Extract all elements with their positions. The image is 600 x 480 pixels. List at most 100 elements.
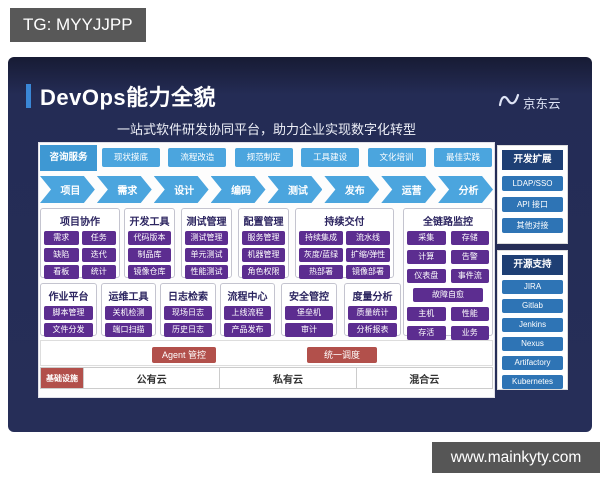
tg-badge: TG: MYYJJPP [10,8,146,42]
sidebar-item: 其他对接 [502,218,563,233]
capability-item: 关机检测 [105,306,152,320]
cloud-cell-private: 私有云 [219,368,355,388]
sidebar-item: JIRA [502,280,563,294]
capability-item: 扩缩/弹性 [346,248,390,262]
sidebar-extend-section: 开发扩展 LDAP/SSO API 接口 其他对接 [497,145,568,244]
group-test-mgmt: 测试管理 测试管理 单元测试 性能测试 [181,208,232,279]
capability-item: 计算 [407,250,446,264]
pipeline-stage: 编码 [211,176,266,203]
group-ops-tools: 运维工具 关机检测 端口扫描 [101,283,156,337]
group-security: 安全管控 堡垒机 审计 [281,283,337,337]
consulting-item: 文化培训 [367,148,426,167]
capability-item: 迭代 [81,248,116,262]
capability-item: 单元测试 [185,248,228,262]
capability-item: 镜像仓库 [128,265,171,279]
capability-item: 现场日志 [164,306,212,320]
consulting-item: 最佳实践 [433,148,492,167]
capability-item: 事件流 [450,269,489,283]
capability-item: 流水线 [346,231,390,245]
consulting-item: 工具建设 [301,148,360,167]
consulting-label: 咨询服务 [40,145,97,171]
capability-item: 分析报表 [348,323,397,337]
control-strip [40,340,493,366]
sidebar-item: Gitlab [502,299,563,313]
capability-item: 审计 [285,323,333,337]
capability-item: 主机 [407,307,446,321]
consulting-row: 现状摸底 流程改造 规范制定 工具建设 文化培训 最佳实践 [102,148,492,167]
capability-item: 性能 [450,307,489,321]
capability-item: 服务管理 [242,231,285,245]
cloud-cell-public: 公有云 [83,368,219,388]
sidebar-item: Nexus [502,337,563,351]
group-monitoring: 全链路监控 采集 存储 计算 告警 仪表盘 事件流 故障自愈 主机 性能 存活 … [403,208,493,340]
group-project-collab: 项目协作 需求 任务 缺陷 迭代 看板 统计 [40,208,120,279]
sidebar-item: LDAP/SSO [502,176,563,191]
group-title: 开发工具 [129,217,170,228]
infrastructure-label: 基础设施 [41,368,83,388]
capability-item: 仪表盘 [407,269,446,283]
group-continuous-delivery: 持续交付 持续集成 流水线 灰度/蓝绿 扩缩/弹性 热部署 镜像部署 [295,208,394,279]
capability-item: 存活 [407,326,446,340]
capability-item: 质量统计 [348,306,397,320]
sidebar-item: Jenkins [502,318,563,332]
pipeline-row: 项目 需求 设计 编码 测试 发布 运营 分析 [40,176,493,203]
pipeline-stage: 发布 [324,176,379,203]
group-title: 流程中心 [227,292,268,303]
capability-item: 镜像部署 [346,265,390,279]
capability-item: 角色权限 [242,265,285,279]
capability-item: 机器管理 [242,248,285,262]
capability-item: 产品发布 [224,323,271,337]
consulting-item: 现状摸底 [102,148,160,167]
capability-item: 故障自愈 [413,288,483,302]
group-title: 运维工具 [108,292,149,303]
pipeline-stage: 分析 [438,176,493,203]
group-dev-tools: 开发工具 代码版本 制品库 镜像仓库 [124,208,175,279]
group-title: 度量分析 [352,292,393,303]
group-title: 安全管控 [289,292,329,303]
group-title: 全链路监控 [423,217,473,228]
infrastructure-row: 基础设施 公有云 私有云 混合云 [40,367,493,389]
capability-item: 持续集成 [299,231,343,245]
group-title: 项目协作 [60,217,100,228]
capability-item: 热部署 [299,265,343,279]
jdcloud-logo-icon [498,92,520,113]
group-process-center: 流程中心 上线流程 产品发布 [220,283,275,337]
group-config-mgmt: 配置管理 服务管理 机器管理 角色权限 [238,208,289,279]
group-title: 日志检索 [168,292,208,303]
capability-item: 测试管理 [185,231,228,245]
capability-item: 历史日志 [164,323,212,337]
capability-item: 性能测试 [185,265,228,279]
pipeline-stage: 设计 [154,176,209,203]
capability-item: 统计 [81,265,116,279]
unified-dispatch-box: 统一调度 [307,347,377,363]
capability-item: 看板 [44,265,79,279]
group-metrics: 度量分析 质量统计 分析报表 [344,283,401,337]
consulting-item: 规范制定 [234,148,293,167]
group-title: 配置管理 [243,217,284,228]
group-job-platform: 作业平台 脚本管理 文件分发 [40,283,97,337]
capability-item: 任务 [81,231,116,245]
pipeline-stage: 运营 [381,176,436,203]
capability-item: 告警 [450,250,489,264]
group-title: 持续交付 [324,217,365,228]
sidebar-opensource-section: 开源支持 JIRA Gitlab Jenkins Nexus Artifacto… [497,250,568,390]
pipeline-stage: 需求 [97,176,152,203]
jdcloud-logo: 京东云 [498,92,561,113]
capability-item: 脚本管理 [44,306,93,320]
capability-item: 存储 [450,231,489,245]
capability-item: 业务 [450,326,489,340]
capability-item: 需求 [44,231,79,245]
capability-item: 端口扫描 [105,323,152,337]
jdcloud-logo-text: 京东云 [523,97,561,111]
capability-item: 缺陷 [44,248,79,262]
sidebar-item: Kubernetes [502,375,563,389]
agent-control-box: Agent 管控 [152,347,216,363]
slide-subtitle: 一站式软件研发协同平台，助力企业实现数字化转型 [116,122,416,137]
sidebar-item: Artifactory [502,356,563,370]
capability-item: 制品库 [128,248,171,262]
capability-item: 采集 [407,231,446,245]
group-log-search: 日志检索 现场日志 历史日志 [160,283,216,337]
capability-item: 灰度/蓝绿 [299,248,343,262]
capability-item: 代码版本 [128,231,171,245]
